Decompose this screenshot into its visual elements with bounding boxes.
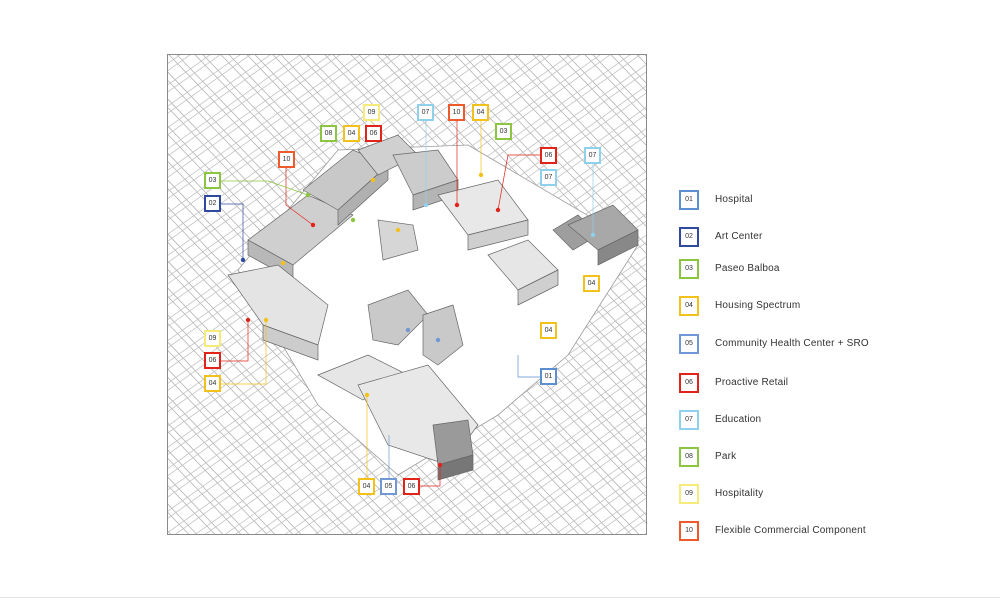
legend-label: Park <box>715 451 737 462</box>
legend-swatch: 02 <box>679 227 699 247</box>
map-tag-paseo-balboa: 03 <box>495 123 512 140</box>
map-tag-proactive-retail: 06 <box>204 352 221 369</box>
map-tag-housing: 04 <box>540 322 557 339</box>
program-dots <box>240 172 596 468</box>
legend-item-park: 08 Park <box>679 446 979 468</box>
building-blocks <box>227 134 639 481</box>
legend-label: Hospitality <box>715 488 764 499</box>
map-tag-education: 07 <box>540 169 557 186</box>
legend-item-education: 07 Education <box>679 409 979 431</box>
legend-label: Paseo Balboa <box>715 263 780 274</box>
map-tag-park: 08 <box>320 125 337 142</box>
map-tag-art-center: 02 <box>204 195 221 212</box>
legend-item-hospitality: 09 Hospitality <box>679 483 979 505</box>
legend-label: Education <box>715 414 762 425</box>
legend-label: Housing Spectrum <box>715 300 801 311</box>
legend-label: Flexible Commercial Component <box>715 525 866 536</box>
map-tag-flexible-commercial: 10 <box>448 104 465 121</box>
legend-label: Community Health Center + SRO <box>715 338 869 349</box>
map-tag-proactive-retail: 06 <box>540 147 557 164</box>
legend-swatch: 09 <box>679 484 699 504</box>
map-tag-community-health: 05 <box>380 478 397 495</box>
legend-item-housing-spectrum: 04 Housing Spectrum <box>679 295 979 317</box>
legend-swatch: 08 <box>679 447 699 467</box>
legend-swatch: 03 <box>679 259 699 279</box>
axonometric-site-drawing <box>168 55 646 534</box>
legend-swatch: 06 <box>679 373 699 393</box>
map-tag-housing: 04 <box>343 125 360 142</box>
map-tag-proactive-retail: 06 <box>403 478 420 495</box>
legend-swatch: 05 <box>679 334 699 354</box>
legend-label: Proactive Retail <box>715 377 789 388</box>
map-tag-housing: 04 <box>204 375 221 392</box>
map-tag-education: 07 <box>417 104 434 121</box>
map-tag-housing: 04 <box>583 275 600 292</box>
legend-item-proactive-retail: 06 Proactive Retail <box>679 372 979 394</box>
map-tag-flexible-commercial: 10 <box>278 151 295 168</box>
legend-item-hospital: 01 Hospital <box>679 189 979 211</box>
site-plan-map: 09 07 10 04 08 04 06 03 10 06 07 07 03 0… <box>167 54 647 535</box>
map-tag-housing: 04 <box>358 478 375 495</box>
bottom-divider <box>0 597 1000 598</box>
legend-swatch: 04 <box>679 296 699 316</box>
map-tag-paseo-balboa: 03 <box>204 172 221 189</box>
legend-item-flexible-commercial: 10 Flexible Commercial Component <box>679 520 979 542</box>
map-tag-housing: 04 <box>472 104 489 121</box>
map-tag-hospitality: 09 <box>204 330 221 347</box>
map-tag-education: 07 <box>584 147 601 164</box>
legend-label: Hospital <box>715 194 753 205</box>
legend-item-community-health: 05 Community Health Center + SRO <box>679 333 979 355</box>
legend-item-art-center: 02 Art Center <box>679 226 979 248</box>
legend-swatch: 10 <box>679 521 699 541</box>
map-tag-proactive-retail: 06 <box>365 125 382 142</box>
legend-swatch: 01 <box>679 190 699 210</box>
legend-swatch: 07 <box>679 410 699 430</box>
map-tag-hospitality: 09 <box>363 104 380 121</box>
legend-item-paseo-balboa: 03 Paseo Balboa <box>679 258 979 280</box>
map-tag-hospital: 01 <box>540 368 557 385</box>
legend-label: Art Center <box>715 231 763 242</box>
